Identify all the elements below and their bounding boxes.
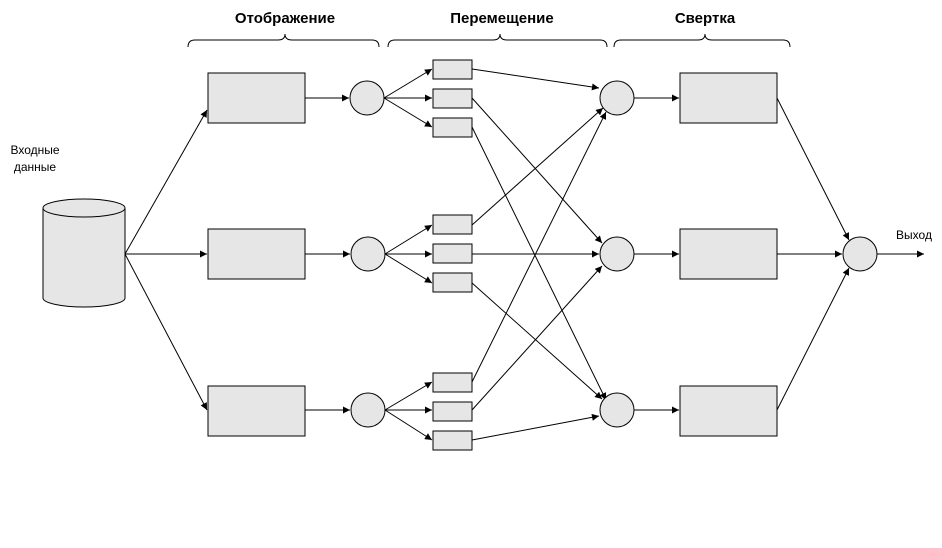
header-reduce: Свертка xyxy=(675,10,736,27)
map-node xyxy=(349,80,385,116)
input-label-line2: данные xyxy=(14,160,57,174)
partition-box xyxy=(432,243,473,264)
reduce-box xyxy=(679,72,778,124)
partition-box xyxy=(432,214,473,235)
edge-input-map3 xyxy=(124,253,208,411)
reduce-node xyxy=(599,392,635,428)
brace-map xyxy=(187,33,380,48)
brace-shuffle xyxy=(387,33,608,48)
edge-input-map1 xyxy=(124,109,208,255)
reduce-node xyxy=(599,80,635,116)
edge-shuffle xyxy=(471,111,607,383)
edge-shuffle xyxy=(471,126,607,401)
edge-shuffle xyxy=(471,265,603,411)
map-box xyxy=(207,72,306,124)
reduce-box xyxy=(679,228,778,280)
edge-shuffle xyxy=(471,97,603,244)
edge-shuffle xyxy=(471,413,600,441)
header-map: Отображение xyxy=(235,10,335,27)
output-node xyxy=(842,236,878,272)
input-label-line1: Входные xyxy=(10,143,59,157)
edge-node-partition xyxy=(384,253,433,284)
edge-shuffle xyxy=(471,107,604,226)
partition-box xyxy=(432,117,473,138)
header-shuffle: Перемещение xyxy=(450,10,554,27)
brace-reduce xyxy=(613,33,791,48)
edge-node-partition xyxy=(384,381,433,411)
edge-node-partition xyxy=(383,68,433,99)
partition-box xyxy=(432,372,473,393)
edge-reduce-output xyxy=(776,267,850,411)
map-box xyxy=(207,385,306,437)
partition-box xyxy=(432,59,473,80)
map-box xyxy=(207,228,306,280)
map-node xyxy=(350,236,386,272)
edge-node-partition xyxy=(384,409,433,441)
reduce-node xyxy=(599,236,635,272)
map-node xyxy=(350,392,386,428)
edge-node-partition xyxy=(383,97,433,128)
partition-box xyxy=(432,272,473,293)
reduce-box xyxy=(679,385,778,437)
edge-shuffle xyxy=(471,282,603,400)
edge-shuffle xyxy=(471,68,600,91)
partition-box xyxy=(432,88,473,109)
edge-node-partition xyxy=(384,224,433,255)
partition-box xyxy=(432,430,473,451)
partition-box xyxy=(432,401,473,422)
input-database-icon xyxy=(42,198,126,308)
edge-reduce-output xyxy=(776,97,850,241)
output-label: Выход xyxy=(896,228,932,242)
